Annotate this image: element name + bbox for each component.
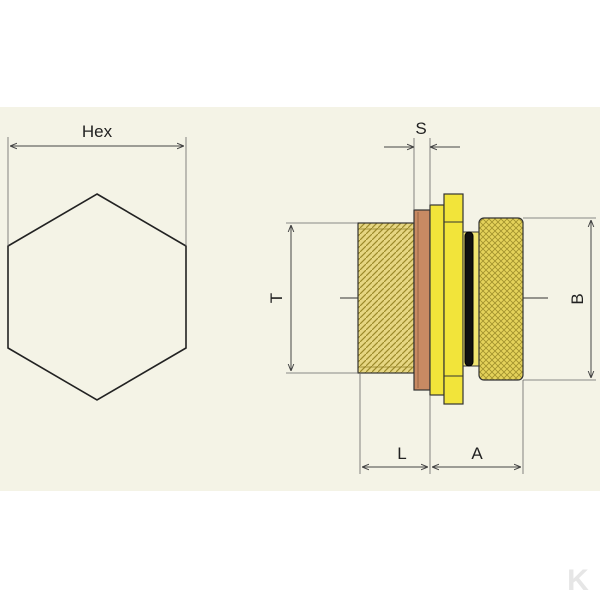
t-dimension: T xyxy=(267,222,358,374)
b-label: B xyxy=(568,293,587,304)
threaded-shank xyxy=(357,222,415,374)
hex-label: Hex xyxy=(82,122,113,141)
hex-collar-face xyxy=(443,193,464,405)
a-label: A xyxy=(471,444,483,463)
knurled-head xyxy=(478,217,524,381)
b-dimension: B xyxy=(523,217,596,381)
l-label: L xyxy=(397,444,406,463)
t-label: T xyxy=(267,293,286,303)
s-dimension: S xyxy=(384,119,460,210)
sealing-washer xyxy=(413,209,431,391)
hex-view: Hex xyxy=(7,122,187,401)
o-ring xyxy=(464,231,474,367)
l-a-dimensions: L A xyxy=(359,373,524,474)
hex-collar-front xyxy=(429,204,445,396)
s-label: S xyxy=(415,119,426,138)
watermark-logo: K xyxy=(567,564,589,597)
plug-side-view xyxy=(340,193,548,405)
